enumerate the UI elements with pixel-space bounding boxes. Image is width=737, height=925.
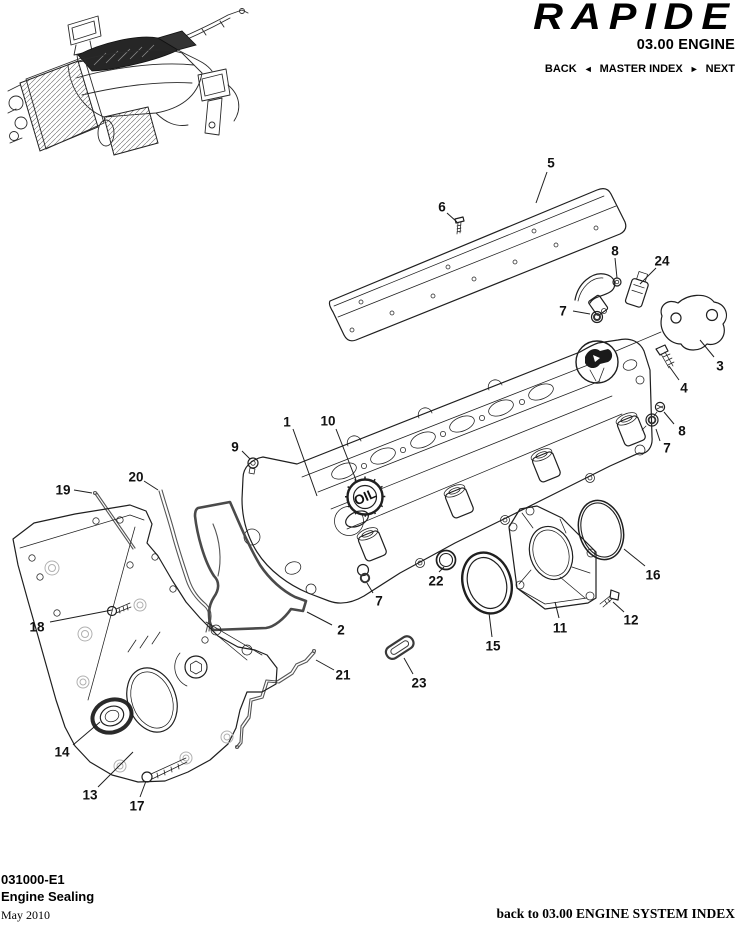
bolt-17 xyxy=(141,757,188,783)
part-callout-9: 9 xyxy=(231,440,239,455)
callout-leader-line xyxy=(663,411,675,425)
callout-leader-line xyxy=(446,212,458,223)
valve-cover-gasket xyxy=(193,500,308,632)
part-callout-7: 7 xyxy=(663,441,671,456)
callout-leader-line xyxy=(438,566,445,573)
part-callout-7: 7 xyxy=(375,594,383,609)
section-title: 03.00 ENGINE xyxy=(636,37,735,53)
part-callout-8: 8 xyxy=(611,244,619,259)
crank-seal-14 xyxy=(90,697,134,735)
part-callout-23: 23 xyxy=(411,676,427,691)
rear-seal-housing xyxy=(508,505,597,610)
part-callout-11: 11 xyxy=(553,621,568,636)
valve-cover: OIL xyxy=(241,338,666,604)
callout-leader-line xyxy=(366,582,374,594)
part-callout-4: 4 xyxy=(680,381,688,396)
part-callout-14: 14 xyxy=(54,745,70,760)
part-callout-19: 19 xyxy=(55,483,70,498)
part-callout-7: 7 xyxy=(559,304,567,319)
part-callout-5: 5 xyxy=(547,156,555,171)
connector-24 xyxy=(624,271,649,308)
part-callout-3: 3 xyxy=(716,359,724,374)
part-callout-18: 18 xyxy=(29,620,45,635)
bolt-4 xyxy=(655,344,675,369)
callout-leader-line xyxy=(335,428,357,481)
doc-title: Engine Sealing xyxy=(1,889,95,904)
part-callout-2: 2 xyxy=(337,623,345,638)
callout-leader-line xyxy=(572,310,591,315)
o-ring-16 xyxy=(577,499,625,561)
camshaft-sensor-assembly xyxy=(574,271,649,324)
part-callout-15: 15 xyxy=(485,639,501,654)
doc-date: May 2010 xyxy=(1,908,50,922)
engine-overview-thumbnail xyxy=(7,8,249,156)
callout-leader-line xyxy=(623,548,646,567)
rapide-logo: RAPIDE xyxy=(533,0,737,37)
nav-master-index-link[interactable]: MASTER INDEX xyxy=(599,63,683,75)
nav-back-link[interactable]: BACK xyxy=(544,63,577,75)
part-callout-6: 6 xyxy=(438,200,446,215)
part-callout-8: 8 xyxy=(678,424,686,439)
callout-leader-line xyxy=(554,601,560,619)
oil-filler-cap: OIL xyxy=(334,476,386,536)
o-ring-15 xyxy=(461,551,513,615)
nav-next-link[interactable]: NEXT xyxy=(705,63,735,75)
callout-leader-line xyxy=(699,339,715,358)
sensor-right xyxy=(641,401,666,431)
nav-next-arrow-icon[interactable]: ► xyxy=(689,64,699,74)
part-callout-22: 22 xyxy=(428,574,443,589)
part-callout-20: 20 xyxy=(128,470,143,485)
part-callout-16: 16 xyxy=(645,568,661,583)
callout-leader-line xyxy=(72,721,101,746)
screw-6 xyxy=(454,216,465,235)
part-callout-10: 10 xyxy=(320,414,335,429)
callout-leader-line xyxy=(639,267,657,285)
callout-leader-line xyxy=(612,601,625,613)
o-ring-22 xyxy=(435,549,457,571)
callout-leader-line xyxy=(143,480,159,491)
part-callout-21: 21 xyxy=(335,668,351,683)
callout-leader-line xyxy=(292,428,318,497)
part-callout-17: 17 xyxy=(129,799,144,814)
sensor-bottom xyxy=(356,563,371,584)
doc-number: 031000-E1 xyxy=(1,872,65,887)
callout-leader-line xyxy=(535,171,548,204)
callout-leader-line xyxy=(488,612,493,638)
callout-leader-line xyxy=(668,365,680,381)
page-navigation: BACK ◄ MASTER INDEX ► NEXT xyxy=(545,63,735,75)
callout-leader-line xyxy=(614,257,618,279)
callout-leader-line xyxy=(139,780,147,798)
bead-20 xyxy=(158,489,212,633)
top-strip-cover xyxy=(328,188,627,342)
callout-leader-line xyxy=(97,751,134,788)
part-callout-1: 1 xyxy=(283,415,291,430)
callout-leader-line xyxy=(403,657,414,675)
grommet-23 xyxy=(384,635,415,661)
bolt-9 xyxy=(247,457,259,475)
callout-leader-line xyxy=(306,611,333,626)
part-callout-13: 13 xyxy=(82,788,98,803)
callout-leader-line xyxy=(73,489,93,494)
bolt-12 xyxy=(599,589,620,608)
bead-21 xyxy=(234,648,317,750)
callout-leader-line xyxy=(655,428,661,442)
part-callout-12: 12 xyxy=(623,613,638,628)
callout-leader-line xyxy=(315,659,335,671)
system-index-link[interactable]: back to 03.00 ENGINE SYSTEM INDEX xyxy=(496,906,735,921)
callout-leader-line xyxy=(241,450,251,460)
callout-leader-line xyxy=(49,609,113,623)
part-callout-24: 24 xyxy=(654,254,670,269)
bracket-3 xyxy=(615,294,727,352)
magnifier-detail xyxy=(575,340,619,384)
nav-back-arrow-icon[interactable]: ◄ xyxy=(583,64,593,74)
rod-19 xyxy=(92,490,136,550)
timing-cover xyxy=(12,504,278,783)
